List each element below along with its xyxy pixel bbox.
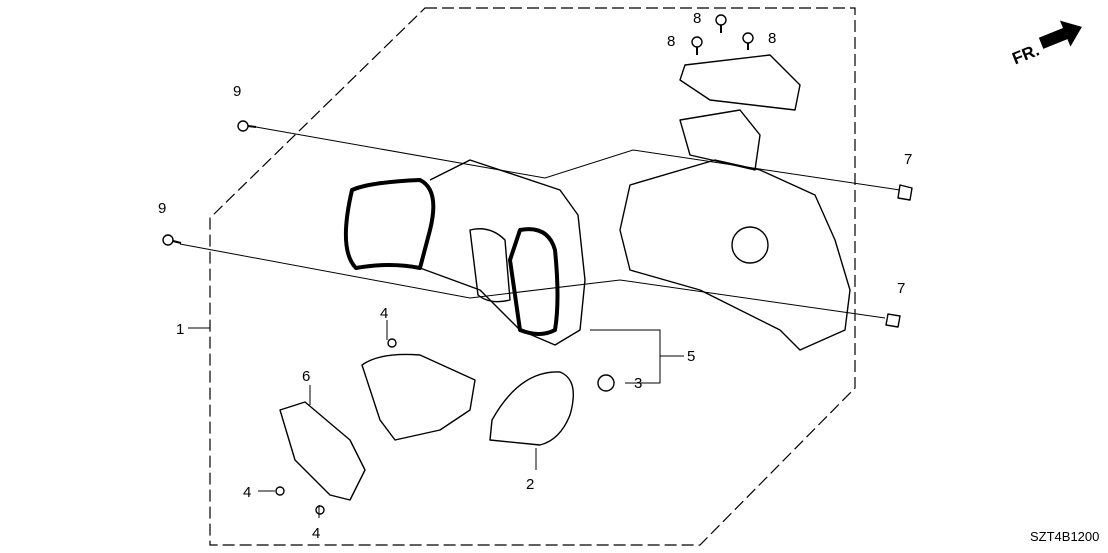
meter-lens-2 (489, 371, 574, 446)
front-direction-indicator: FR. (1010, 20, 1082, 68)
callout-8: 8 (693, 10, 701, 27)
callout-1: 1 (176, 321, 184, 338)
callout-4: 4 (243, 484, 251, 501)
nut-icon (597, 374, 615, 392)
arrow-icon (1038, 20, 1082, 49)
screw-icon (387, 338, 397, 348)
assembly-boundary (209, 7, 856, 546)
callout-4: 4 (380, 305, 388, 322)
leader-lines (179, 126, 901, 518)
screw-icon (162, 234, 182, 246)
screw-icon (742, 32, 754, 50)
callout-9: 9 (158, 200, 166, 217)
callout-9: 9 (233, 83, 241, 100)
callout-7: 7 (904, 151, 912, 168)
screw-icon (237, 120, 257, 132)
meter-rear-housing (619, 54, 851, 351)
callout-6: 6 (302, 368, 310, 385)
clip-icon (885, 313, 901, 328)
clip-icon (897, 184, 913, 201)
callout-8: 8 (768, 30, 776, 47)
callout-2: 2 (526, 476, 534, 493)
meter-case (343, 159, 586, 346)
callout-3: 3 (634, 375, 642, 392)
screw-icon (715, 14, 727, 33)
callout-7: 7 (897, 280, 905, 297)
screw-icon (691, 36, 703, 55)
front-label: FR. (1010, 40, 1043, 68)
screw-icon (275, 486, 285, 496)
screw-icon (315, 505, 325, 515)
diagram-code: SZT4B1200 (1030, 529, 1099, 544)
meter-bezel-inner (361, 353, 476, 441)
meter-cover-6 (279, 401, 366, 501)
callout-4: 4 (312, 525, 320, 542)
callout-5: 5 (687, 348, 695, 365)
callout-8: 8 (667, 33, 675, 50)
